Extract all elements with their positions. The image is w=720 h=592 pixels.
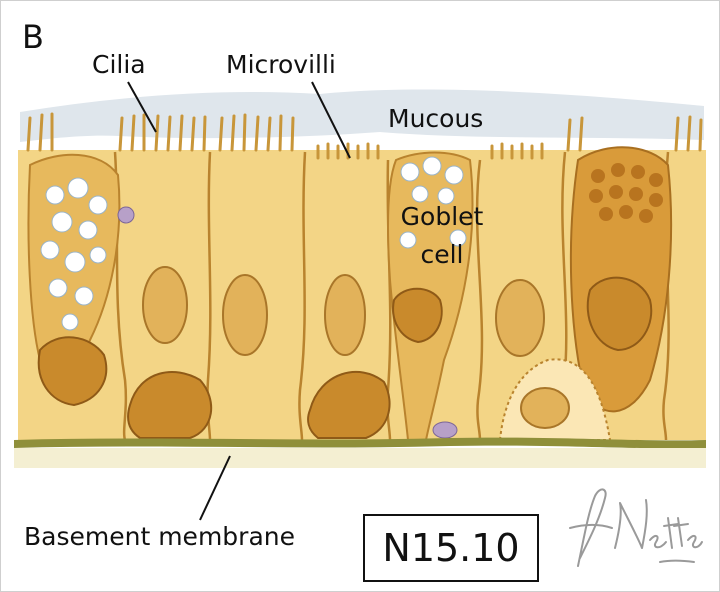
- netter-signature: [569, 488, 703, 567]
- dark-nuclei: [37, 276, 653, 439]
- label-mucous: Mucous: [388, 104, 484, 133]
- label-goblet-cell: Goblet cell: [394, 198, 490, 274]
- small-cell: [117, 206, 135, 224]
- label-goblet-line1: Goblet: [400, 202, 484, 231]
- label-microvilli: Microvilli: [226, 50, 336, 79]
- cilia: [26, 112, 703, 152]
- figure-code-box: N15.10: [363, 514, 539, 582]
- nuclei: [142, 266, 570, 429]
- granules-right: [589, 163, 663, 223]
- label-basement-membrane: Basement membrane: [24, 522, 295, 551]
- mucus-layer: [20, 89, 704, 142]
- basement-membrane: [14, 437, 706, 449]
- label-cilia: Cilia: [92, 50, 146, 79]
- leader-lines: [127, 81, 351, 521]
- label-goblet-line2: cell: [420, 240, 464, 269]
- lamina-propria: [14, 448, 706, 468]
- figure-code: N15.10: [382, 526, 520, 570]
- small-cell: [432, 421, 458, 439]
- mucus-granules-left: [40, 177, 108, 331]
- mucus-granules-center: [399, 156, 467, 249]
- microvilli: [316, 142, 544, 160]
- panel-letter: B: [22, 18, 44, 56]
